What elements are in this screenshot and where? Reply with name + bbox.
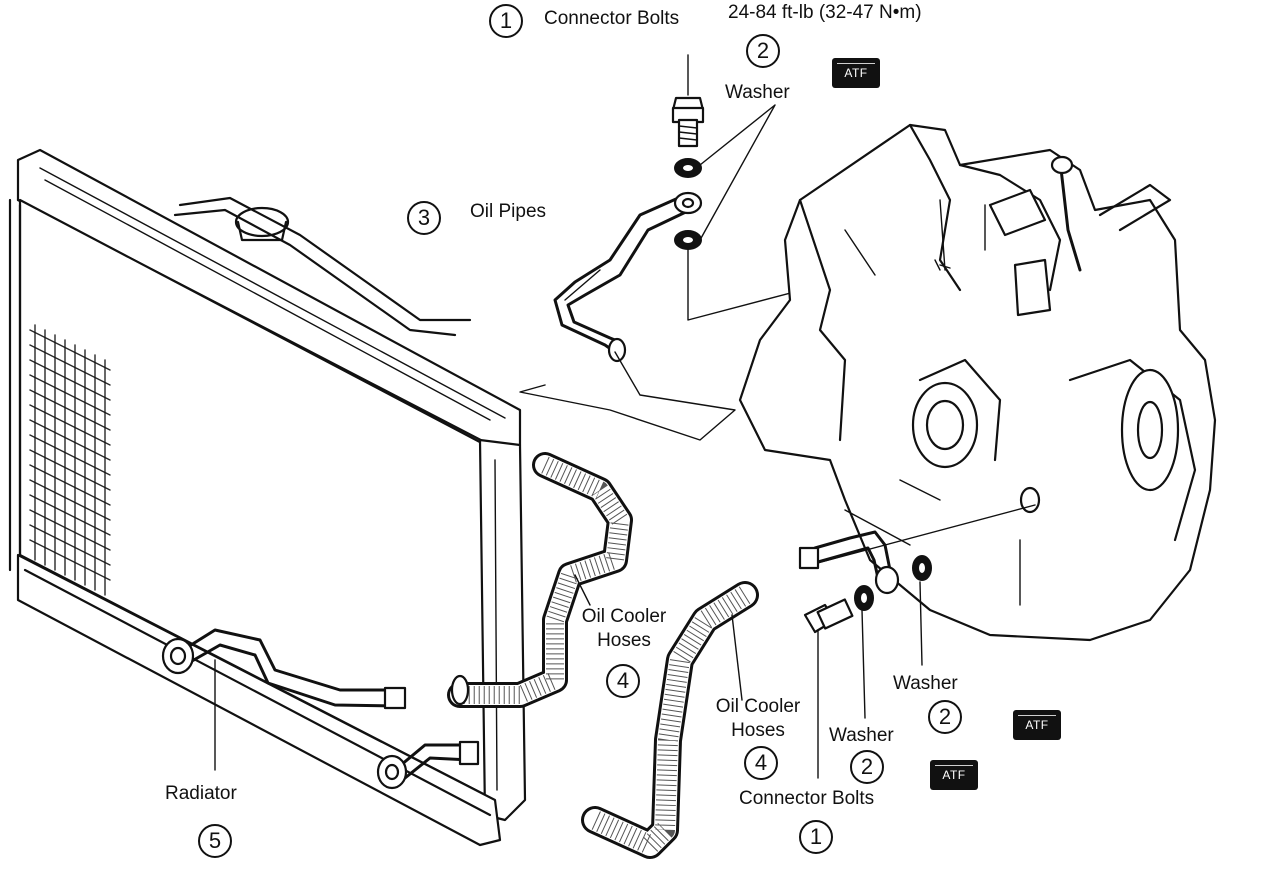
label-oil-cooler-hoses-low-line2: Hoses — [731, 720, 785, 741]
callout-number-washer-right: 2 — [928, 700, 962, 734]
callout-number-washer-low: 2 — [850, 750, 884, 784]
label-washer-low: Washer — [829, 725, 894, 746]
oil-pipes-drawing — [519, 191, 841, 441]
callout-number-connector-bolts-top: 1 — [489, 4, 523, 38]
label-radiator: Radiator — [165, 783, 237, 804]
callout-number-oil-cooler-hoses-mid: 4 — [606, 664, 640, 698]
atf-badge-right: ATF — [1013, 710, 1061, 740]
label-oil-cooler-hoses-mid-line2: Hoses — [597, 630, 651, 651]
atf-badge-low: ATF — [930, 760, 978, 790]
callout-number-connector-bolts-bottom: 1 — [799, 820, 833, 854]
transmission-drawing — [738, 123, 1217, 642]
label-oil-cooler-hoses-low-line1: Oil Cooler — [715, 696, 801, 717]
callout-number-washer-top: 2 — [746, 34, 780, 68]
label-oil-cooler-hoses-mid: Oil Cooler Hoses — [572, 606, 676, 651]
label-washer-top: Washer — [725, 82, 790, 103]
label-connector-bolts-top: Connector Bolts — [544, 8, 680, 29]
callout-number-oil-cooler-hoses-low: 4 — [744, 746, 778, 780]
callout-number-oil-pipes: 3 — [407, 201, 441, 235]
label-connector-bolts-bottom: Connector Bolts — [739, 788, 875, 809]
label-oil-pipes: Oil Pipes — [470, 201, 547, 222]
label-oil-cooler-hoses-mid-line1: Oil Cooler — [581, 606, 667, 627]
label-oil-cooler-hoses-low: Oil Cooler Hoses — [706, 696, 810, 741]
top-bolt-washers — [671, 54, 776, 250]
oil-cooler-hose-upper — [447, 452, 633, 708]
label-torque-spec: 24-84 ft-lb (32-47 N•m) — [728, 2, 922, 23]
atf-badge-top: ATF — [832, 58, 880, 88]
radiator-drawing — [8, 148, 527, 847]
callout-number-radiator: 5 — [198, 824, 232, 858]
lower-fittings — [798, 530, 932, 779]
oil-cooler-hose-lower — [581, 581, 759, 859]
label-washer-right: Washer — [893, 673, 958, 694]
